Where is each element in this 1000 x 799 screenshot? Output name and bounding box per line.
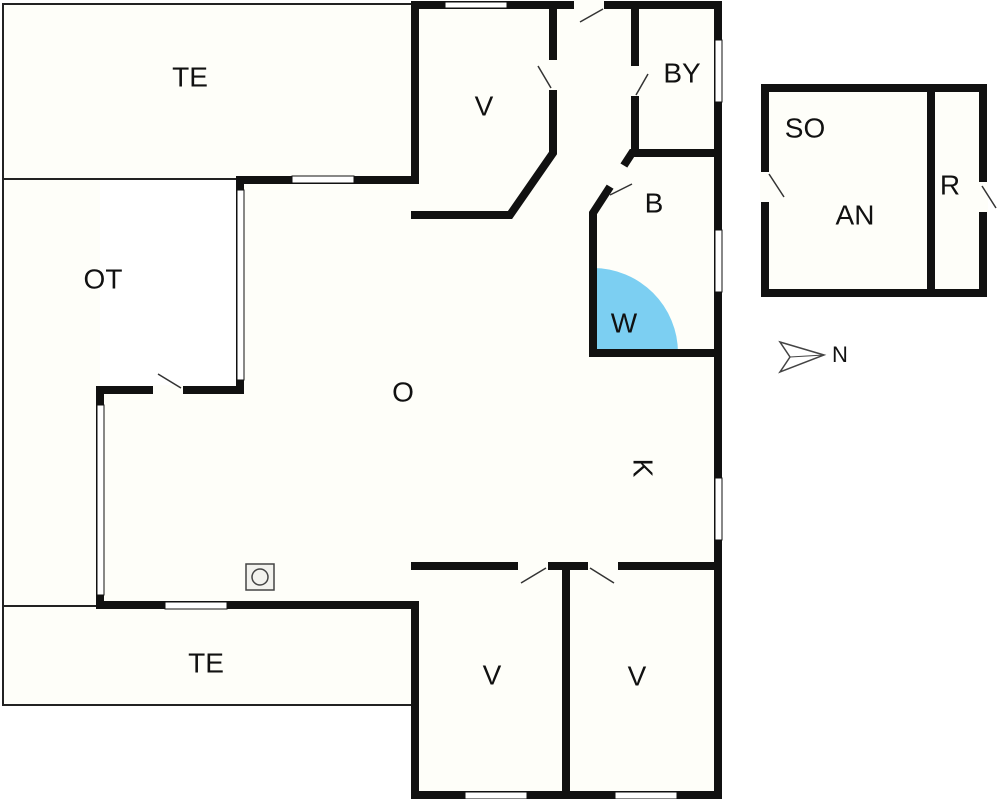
window [614, 791, 678, 799]
door-opening [604, 162, 628, 189]
terrace-bottom [3, 605, 415, 705]
north-label: N [832, 342, 848, 367]
north-arrow-icon [778, 340, 827, 374]
room-label-k: K [628, 459, 659, 478]
wood-stove-icon [245, 563, 275, 591]
terrace-top [3, 5, 415, 180]
terrace-top-outline [2, 3, 415, 706]
room-labels: TE V BY OT B W O K TE V V SO AN R [84, 57, 961, 691]
door-opening [549, 60, 558, 90]
wall-utility [589, 149, 719, 357]
window [714, 229, 723, 293]
annex-floor [765, 88, 983, 293]
door-opening [588, 561, 618, 571]
room-label-v-bottom-left: V [483, 659, 502, 690]
door-opening [574, 0, 604, 10]
door-leaf [609, 183, 633, 196]
room-label-so: SO [785, 112, 825, 143]
door-opening [630, 66, 640, 96]
room-label-te-bottom: TE [188, 647, 224, 678]
room-label-an: AN [836, 199, 875, 230]
door-opening [978, 182, 988, 212]
door-leaf [157, 373, 182, 389]
window [96, 404, 105, 596]
room-label-v-top: V [475, 90, 494, 121]
room-label-b: B [645, 187, 664, 218]
window [714, 39, 723, 103]
room-label-te-top: TE [172, 61, 208, 92]
window [236, 189, 245, 381]
door-leaf [520, 567, 547, 584]
door-leaf [589, 567, 615, 584]
doors [153, 0, 997, 584]
window [291, 175, 355, 184]
door-opening [153, 385, 183, 395]
door-leaf [579, 8, 604, 23]
door-leaf [537, 65, 552, 89]
door-opening [760, 172, 770, 202]
windows [96, 1, 723, 799]
door-opening [518, 561, 548, 571]
room-label-o: O [392, 376, 414, 407]
room-label-w: W [611, 307, 638, 338]
terrace-left [3, 180, 100, 605]
door-leaf [635, 73, 649, 96]
door-leaf [768, 173, 785, 198]
window [464, 791, 528, 799]
door-leaf [981, 185, 997, 209]
room-label-by: BY [663, 57, 701, 88]
room-label-v-bottom-right: V [628, 660, 647, 691]
window [164, 601, 228, 610]
room-label-r: R [940, 169, 960, 200]
room-label-ot: OT [84, 263, 123, 294]
wet-area-shape [593, 268, 678, 353]
terrace-outlines [2, 3, 415, 706]
window [444, 1, 508, 9]
window [714, 477, 723, 541]
